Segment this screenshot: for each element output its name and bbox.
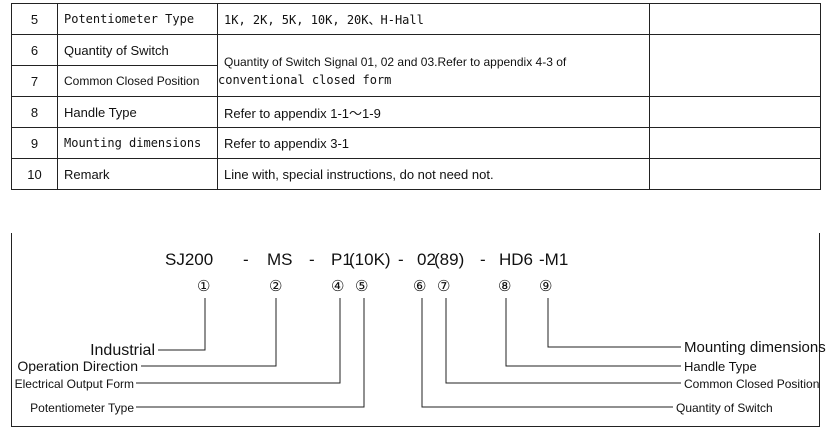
label-industrial: Industrial bbox=[90, 342, 155, 359]
row-name: Remark bbox=[57, 158, 218, 190]
code-part: -M1 bbox=[539, 250, 568, 269]
label-common-closed-position: Common Closed Position bbox=[684, 377, 819, 391]
label-potentiometer-type: Potentiometer Type bbox=[30, 401, 134, 415]
code-part: (89) bbox=[434, 250, 464, 269]
code-part: - bbox=[309, 250, 315, 269]
circled-number: ② bbox=[269, 278, 282, 295]
label-quantity-of-switch: Quantity of Switch bbox=[676, 401, 773, 415]
row-description: Quantity of Switch Signal 01, 02 and 03.… bbox=[217, 34, 650, 97]
circled-number: ⑦ bbox=[437, 278, 450, 295]
row-description-line: conventional closed form bbox=[218, 72, 392, 87]
code-part: - bbox=[480, 250, 486, 269]
model-code-panel bbox=[11, 233, 820, 427]
code-part: - bbox=[243, 250, 249, 269]
table-row: 7 Common Closed Position bbox=[11, 65, 821, 97]
row-number: 7 bbox=[11, 65, 58, 97]
code-part: SJ200 bbox=[165, 250, 213, 269]
row-number: 5 bbox=[11, 3, 58, 35]
spec-table: 5 Potentiometer Type 1K, 2K, 5K, 10K, 20… bbox=[11, 3, 821, 190]
label-handle-type: Handle Type bbox=[684, 359, 757, 374]
table-row: 10 Remark Line with, special instruction… bbox=[11, 158, 821, 190]
row-number: 8 bbox=[11, 96, 58, 128]
code-part: P1 bbox=[331, 250, 352, 269]
row-note bbox=[649, 158, 821, 190]
label-mounting-dimensions: Mounting dimensions bbox=[684, 339, 826, 356]
table-row: 8 Handle Type Refer to appendix 1-1～1-9 bbox=[11, 96, 821, 128]
row-description: Refer to appendix 3-1 bbox=[217, 127, 650, 159]
circled-number: ① bbox=[197, 278, 210, 295]
label-operation-direction: Operation Direction bbox=[17, 358, 138, 374]
code-part: 02 bbox=[417, 250, 436, 269]
table-row: 9 Mounting dimensions Refer to appendix … bbox=[11, 127, 821, 159]
row-number: 10 bbox=[11, 158, 58, 190]
row-description: Line with, special instructions, do not … bbox=[217, 158, 650, 190]
row-description-line: Quantity of Switch Signal 01, 02 and 03.… bbox=[224, 54, 567, 69]
row-number: 9 bbox=[11, 127, 58, 159]
circled-number: ⑧ bbox=[498, 278, 511, 295]
row-name: Mounting dimensions bbox=[57, 127, 218, 159]
row-name: Common Closed Position bbox=[57, 65, 218, 97]
code-part: - bbox=[398, 250, 404, 269]
label-electrical-output-form: Electrical Output Form bbox=[15, 377, 134, 391]
row-note bbox=[649, 96, 821, 128]
row-note bbox=[649, 127, 821, 159]
leader-lines bbox=[136, 298, 681, 408]
table-row: 6 Quantity of Switch Quantity of Switch … bbox=[11, 34, 821, 97]
circled-number: ④ bbox=[331, 278, 344, 295]
circled-number: ⑨ bbox=[539, 278, 552, 295]
code-part: (10K) bbox=[349, 250, 391, 269]
row-description: Refer to appendix 1-1～1-9 bbox=[217, 96, 650, 128]
circled-number: ⑥ bbox=[413, 278, 426, 295]
code-part: MS bbox=[267, 250, 293, 269]
code-part: HD6 bbox=[499, 250, 533, 269]
circled-number: ⑤ bbox=[355, 278, 368, 295]
